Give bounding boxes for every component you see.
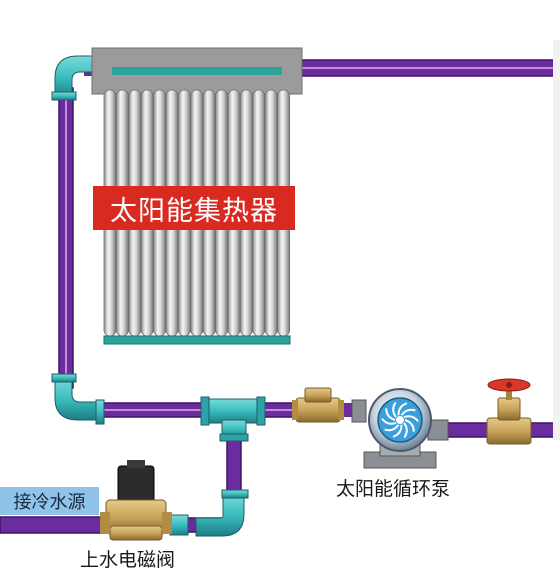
impeller-blade — [381, 418, 397, 425]
solenoid-valve-label: 上水电磁阀 — [80, 549, 176, 571]
elbow-fitting-icon — [169, 514, 189, 536]
impeller-blade — [404, 419, 415, 432]
circulation-pump-icon — [351, 388, 449, 469]
pump-label: 太阳能循环泵 — [336, 478, 451, 500]
impeller-blade — [400, 408, 416, 416]
impeller-blade — [392, 401, 397, 418]
impeller-blade — [403, 415, 419, 422]
elbow-fitting-icon — [51, 55, 93, 101]
impeller-blade — [397, 402, 408, 416]
collector-label: 太阳能集热器 — [93, 186, 295, 230]
impeller-blade — [403, 422, 408, 439]
solenoid-valve-icon — [100, 460, 172, 541]
check-valve-icon — [292, 387, 344, 423]
tee-fitting-icon — [200, 396, 266, 442]
impeller-blade — [384, 424, 400, 432]
impeller-blade — [385, 408, 396, 421]
elbow-fitting-icon — [195, 489, 249, 537]
gate-valve-icon — [486, 378, 532, 445]
cold-water-source-label: 接冷水源 — [0, 487, 99, 515]
impeller-blade — [392, 424, 403, 438]
elbow-fitting-icon — [51, 373, 105, 425]
